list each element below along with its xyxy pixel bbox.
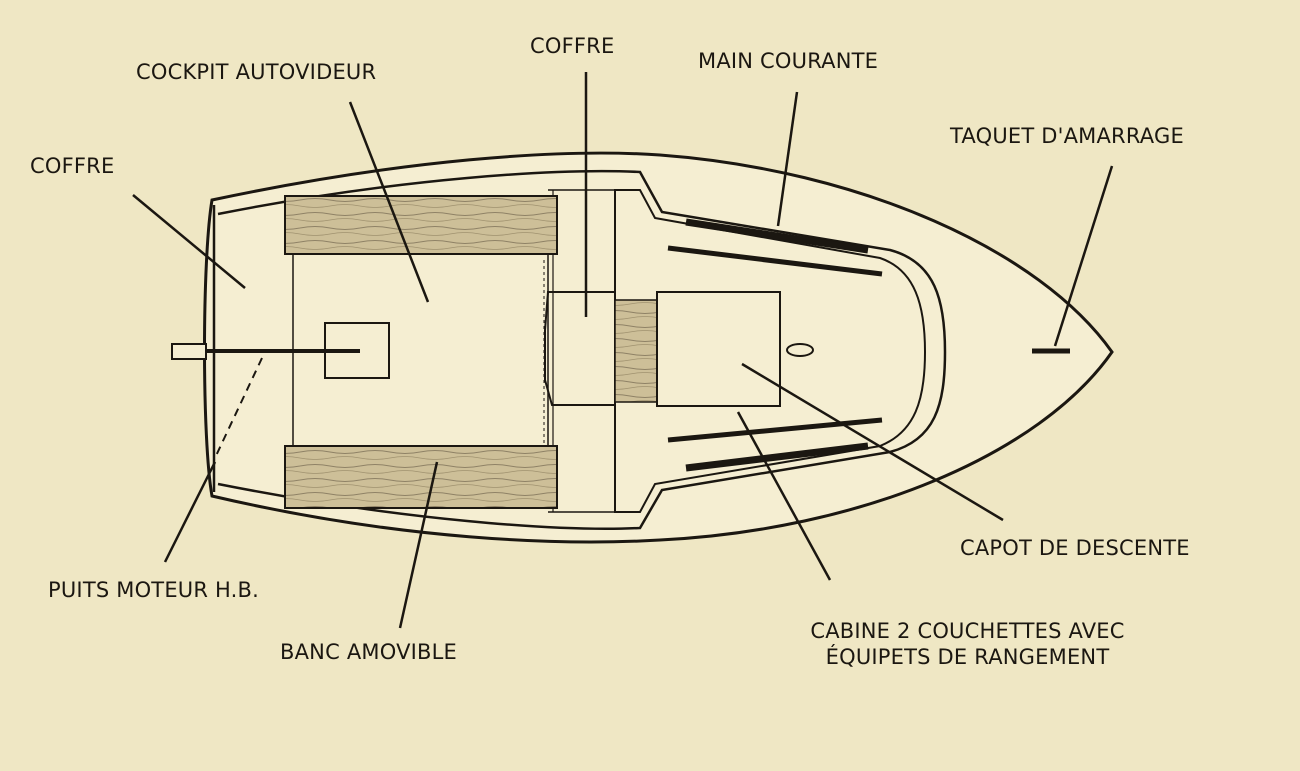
wood-step	[614, 299, 658, 403]
bench-bottom	[284, 445, 558, 509]
label-taquet-amarrage: TAQUET D'AMARRAGE	[950, 124, 1184, 148]
label-cabine-line2: ÉQUIPETS DE RANGEMENT	[825, 645, 1110, 670]
outboard-bracket	[171, 343, 207, 360]
label-main-courante: MAIN COURANTE	[698, 49, 879, 73]
center-locker	[544, 291, 616, 406]
label-coffre-center: COFFRE	[530, 34, 615, 58]
deck-inner-line	[217, 169, 947, 530]
companionway-hatch	[656, 291, 781, 407]
label-cockpit-autovideur: COCKPIT AUTOVIDEUR	[136, 60, 377, 84]
label-cabine-line1: CABINE 2 COUCHETTES AVEC	[810, 619, 1125, 643]
bench-top	[284, 195, 558, 255]
label-capot-descente: CAPOT DE DESCENTE	[960, 536, 1190, 560]
cockpit-hatch	[324, 322, 390, 379]
label-coffre-stern: COFFRE	[30, 154, 115, 178]
label-banc-amovible: BANC AMOVIBLE	[280, 640, 457, 664]
label-cabine: CABINE 2 COUCHETTES AVEC ÉQUIPETS DE RAN…	[755, 618, 1180, 671]
label-puits-moteur: PUITS MOTEUR H.B.	[48, 578, 260, 602]
